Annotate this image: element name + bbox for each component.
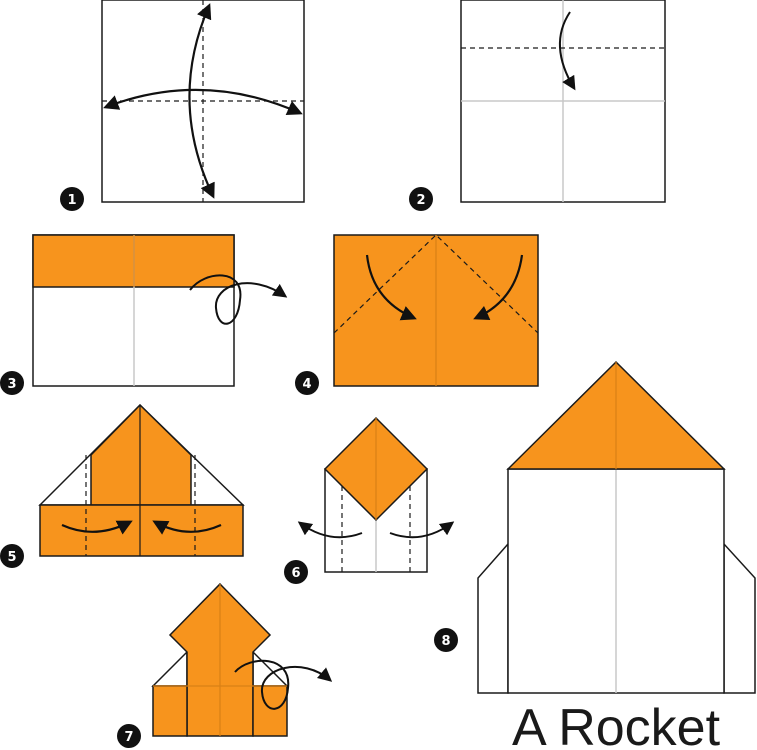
step-4-right-arrow	[473, 254, 524, 320]
step-5: 5	[0, 403, 245, 568]
step-1-number-badge: 1	[60, 187, 84, 211]
step-2: 2	[409, 0, 666, 211]
step-7-right-base	[252, 685, 288, 737]
step-8-right-fin	[723, 542, 756, 694]
step-5-number-badge: 5	[0, 544, 24, 568]
step-1: 1	[60, 0, 305, 211]
step-4-left-arrow	[365, 254, 417, 321]
step-3: 3	[0, 234, 288, 395]
step-8-left-fin	[477, 542, 509, 694]
step-4-number-badge: 4	[295, 371, 319, 395]
step-8-number: 8	[441, 634, 450, 649]
step-4: 4	[295, 234, 539, 395]
step-7-left-white-flap	[151, 650, 188, 687]
step-7-left-base	[152, 685, 188, 737]
step-8: 8	[434, 360, 756, 694]
step-5-right-arrow	[152, 520, 222, 535]
step-6-right-arrow	[389, 521, 455, 539]
step-8-number-badge: 8	[434, 628, 458, 652]
step-5-orange-band	[39, 504, 244, 557]
step-4-number: 4	[302, 377, 311, 392]
step-5-number: 5	[7, 550, 16, 565]
step-1-number: 1	[67, 193, 76, 208]
step-6-left-arrow	[297, 521, 363, 539]
step-6-number-badge: 6	[284, 560, 308, 584]
step-6-number: 6	[291, 566, 300, 581]
step-2-number: 2	[416, 193, 425, 208]
step-5-orange-point	[90, 403, 192, 506]
step-1-vertical-arrow	[188, 3, 215, 199]
step-5-left-arrow	[61, 520, 133, 535]
step-2-fold-arrow	[559, 11, 576, 91]
step-6: 6	[284, 416, 455, 584]
step-3-number: 3	[7, 377, 16, 392]
step-7-number-badge: 7	[117, 724, 141, 748]
step-2-number-badge: 2	[409, 187, 433, 211]
step-7-turn-over-arrow	[234, 659, 333, 710]
step-3-number-badge: 3	[0, 371, 24, 395]
step-7-number: 7	[124, 730, 133, 745]
step-7: 7	[117, 582, 333, 748]
step-4-diagonal-fold-lines	[333, 234, 539, 334]
diagram-title: A Rocket	[512, 699, 721, 750]
step-3-turn-over-arrow	[189, 274, 288, 325]
